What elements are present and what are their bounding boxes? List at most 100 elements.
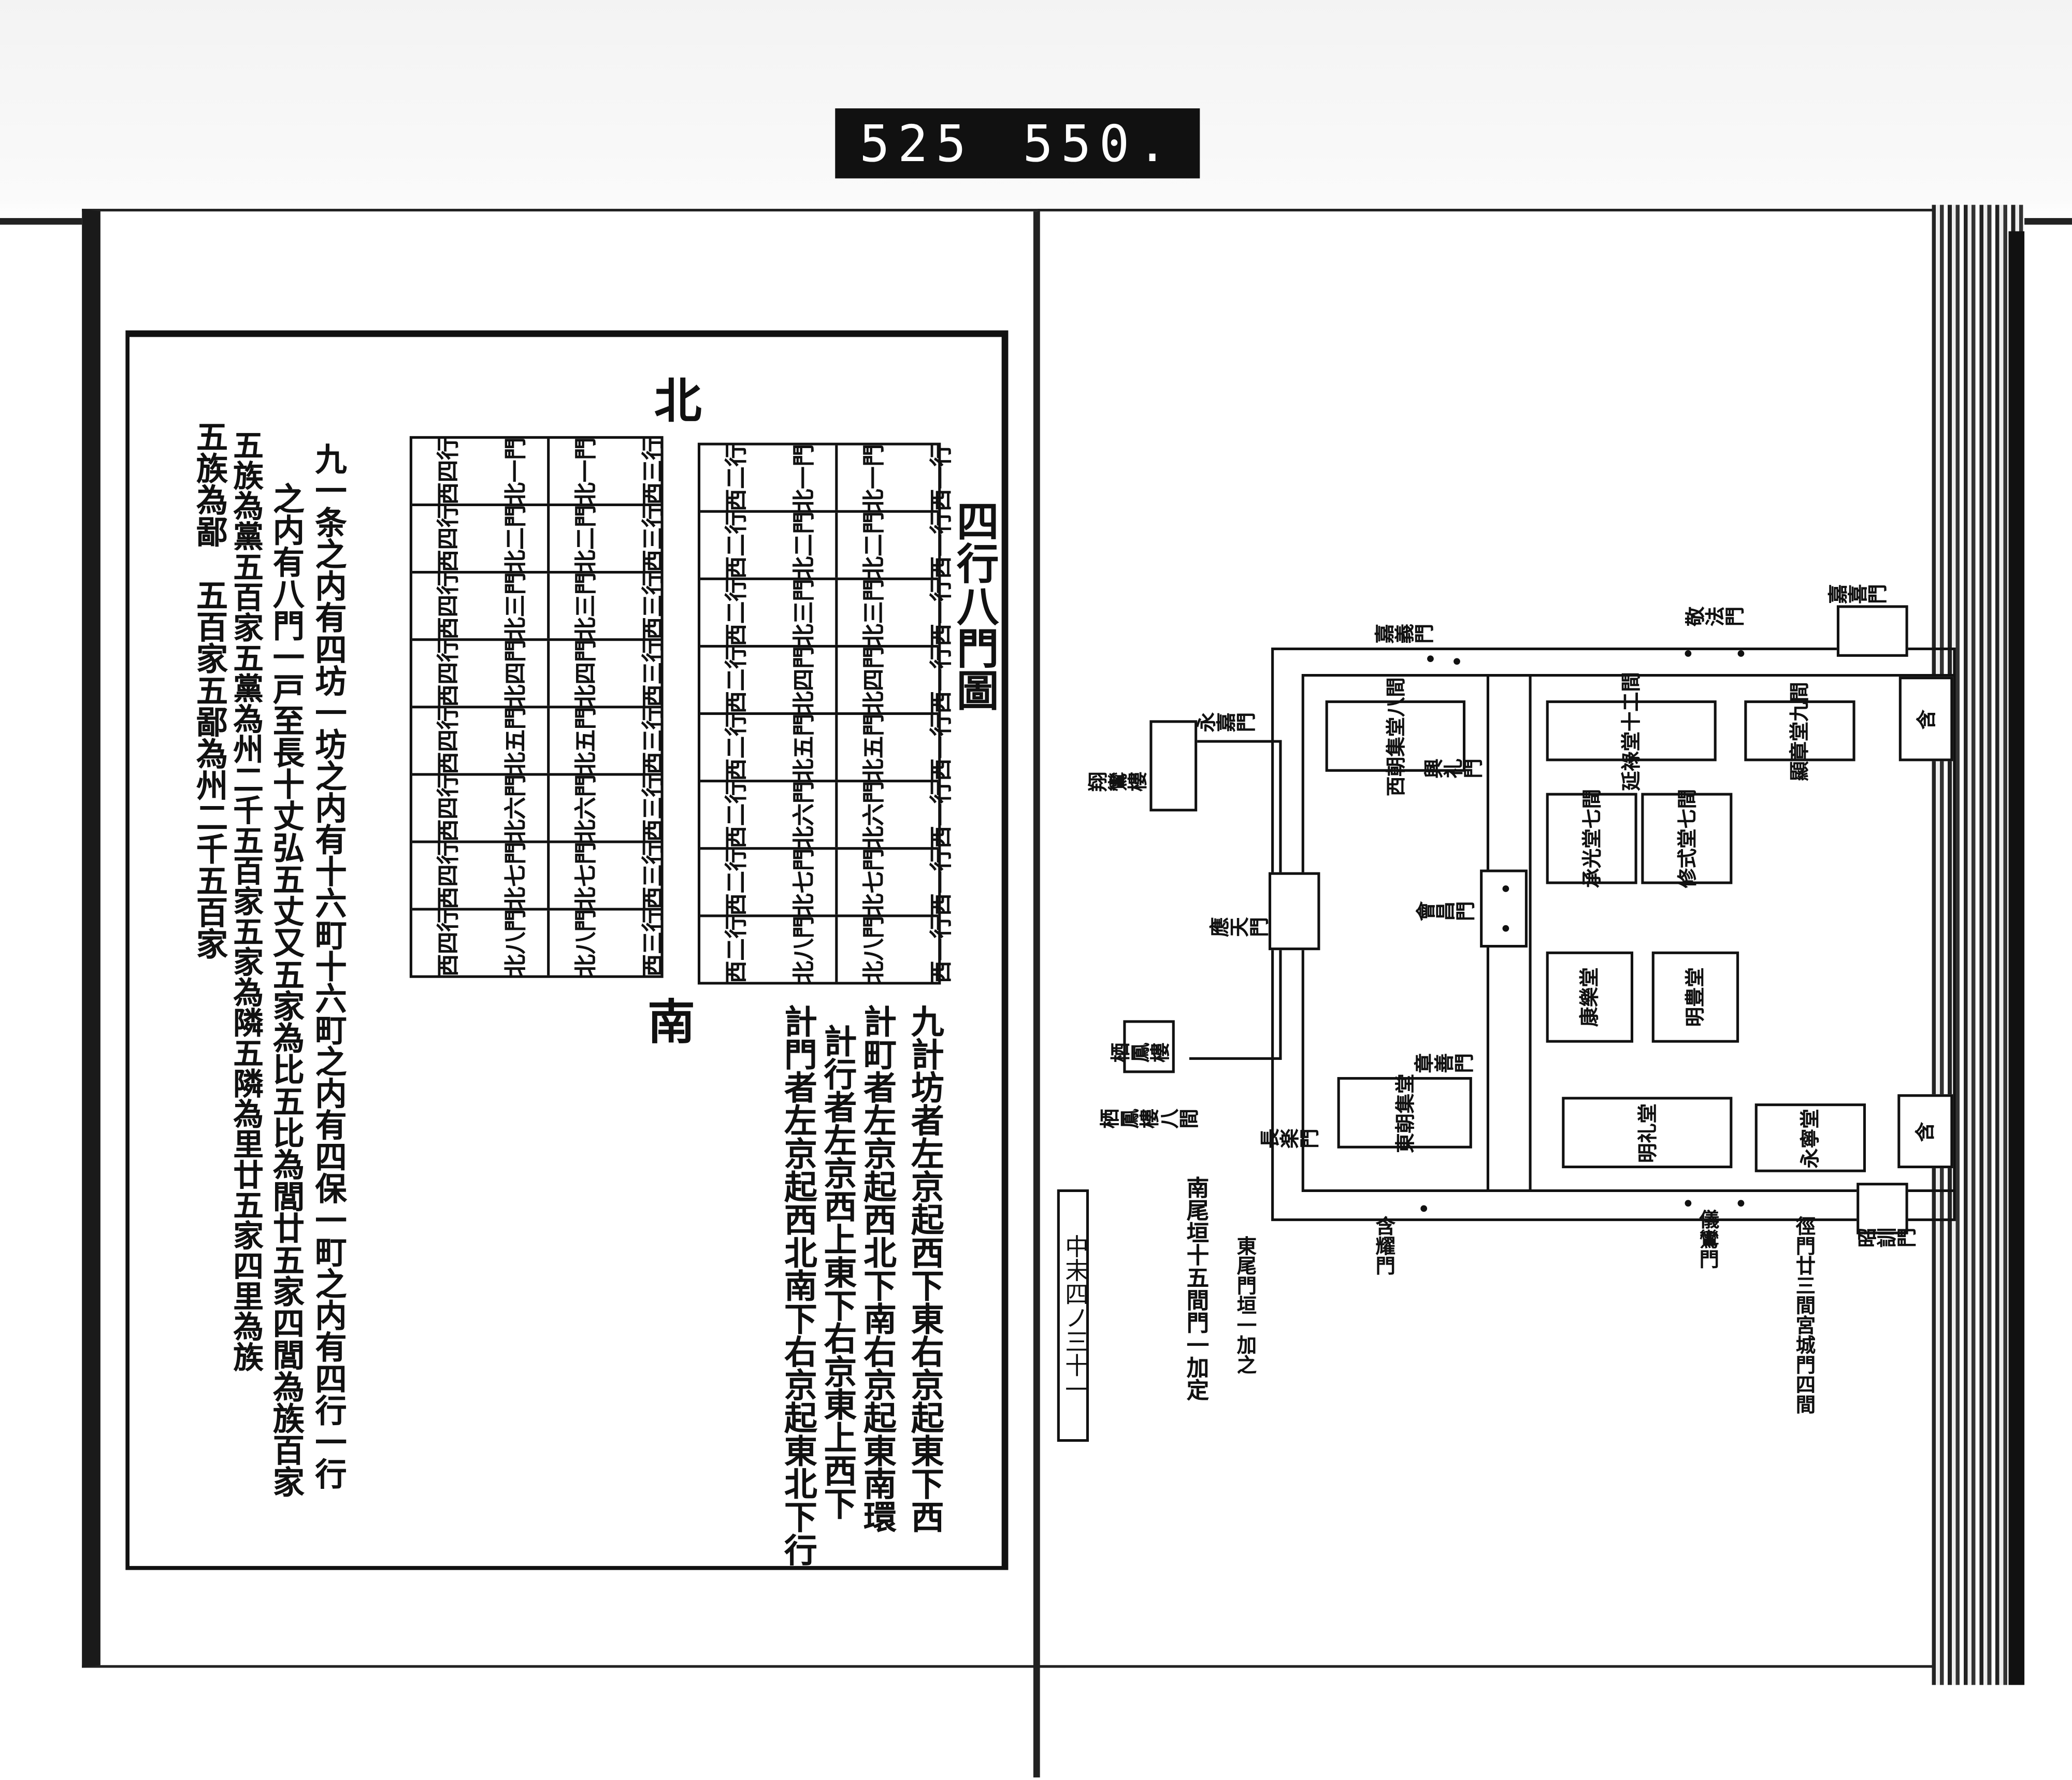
book-cover-edge [2008,231,2025,1685]
west-gate [1268,872,1320,951]
central-gate [1480,869,1528,948]
cell-text: 西一行 [929,444,956,512]
table-cell: 西四行北一門 [412,437,550,505]
cell-text: 西二行 [724,511,751,579]
cell-text: 西二行 [724,713,751,781]
plan-note: 南尾垣十五間門一加定 [1181,1176,1208,1401]
table-cell: 西二行北四門 [700,646,838,714]
cell-text: 西一行 [929,511,956,579]
cell-text: 北六門 [503,774,530,842]
cell-text: 北一門 [573,437,600,505]
cell-text: 西一行 [929,915,956,983]
table-cell: 北七門西三行 [550,842,684,909]
table-cell: 北四門 西一行 [838,646,972,714]
cell-text: 北四門 [861,646,888,714]
cell-text: 北四門 [573,639,600,707]
gate-label: 長楽門 [1259,1127,1319,1151]
table-cell: 西二行北八門 [700,915,838,983]
table-row: 西二行北六門北六門西一行 [700,781,955,850]
table-cell: 西四行 北五門 [412,707,550,774]
table-row: 西二行北四門北四門 西一行 [700,646,955,715]
tower-label: 翔鸞樓 [1087,770,1147,795]
cell-text: 西三行 [641,437,668,505]
cell-text: 北八門 [503,909,530,977]
cell-text: 西三行 [641,909,668,977]
table-cell: 北二門 西一行 [838,511,972,579]
cell-text: 北五門 [861,713,888,781]
cell-text: 北四門 [503,639,530,707]
cell-text: 北五門 [503,707,530,774]
cell-text: 北六門 [573,774,600,842]
table-cell: 西四行 北八門 [412,909,550,977]
cell-text: 西三行 [641,707,668,774]
building-meirei: 明礼堂 [1562,1097,1733,1169]
book-spine [1033,211,1040,1778]
cell-text: 西四行 [436,909,463,977]
cell-text: 北七門 [861,848,888,916]
cell-text: 西二行 [724,781,751,849]
table-row: 西四行 北五門 北五門 西三行 [412,707,667,776]
cell-text: 北八門 [573,909,600,977]
gate-label: 敬法門 [1685,605,1745,629]
cell-text: 西一行 [929,646,956,714]
building-shoko: 承光堂七間 [1546,789,1637,888]
cell-text: 西三行 [641,505,668,572]
table-cell: 北二門西三行 [550,505,684,572]
cell-text: 西四行 [436,774,463,842]
table-row: 西四行 北八門 北八門 西三行 [412,909,667,977]
cell-text: 西三行 [641,572,668,640]
table-cell: 北六門西一行 [838,781,972,849]
cell-text: 西一行 [929,781,956,849]
building-shushiki: 修式堂七間 [1641,789,1733,888]
gate-label: 會昌門 [1415,900,1475,924]
page-number-label: 525 550. [835,108,1200,179]
cell-text: 北三門 [503,572,530,640]
table-cell: 西二行 北三門 [700,579,838,647]
figure-title: 四行八門圖 [950,499,1001,711]
building-enroku: 延祿堂十二間 [1546,671,1717,791]
table-cell: 西四行北七門 [412,841,550,910]
building-koraku: 康樂堂 [1546,951,1634,1043]
building-meisei: 明豊堂 [1651,951,1739,1043]
cell-text: 北五門 [573,707,600,774]
table-cell: 北八門 西三行 [550,909,684,977]
page-number-left: 525 [859,114,974,173]
cell-text: 北一門 [503,437,530,505]
cell-text: 北八門 [792,915,818,983]
cell-text: 西四行 [436,707,463,774]
table-cell: 北一門 西三行 [550,437,684,505]
cell-text: 北七門 [503,841,530,910]
table-cell: 北三門西一行 [838,579,972,646]
table-row: 西二行 北二門 北二門 西一行 [700,511,955,580]
cell-text: 北三門 [792,579,818,647]
north-label: 北 [654,374,702,430]
gate-label: 嘉義門 [1374,622,1434,647]
cell-text: 北一門 [792,444,818,512]
table-cell: 北七門西一行 [838,848,972,916]
tower-north [1149,720,1198,812]
cell-text: 北二門 [792,511,818,579]
note-column: 計町者左京起西北下南右京起東南環 [859,1004,898,1533]
gate-label: 昭訓門 [1857,1226,1916,1251]
south-label: 南 [647,995,695,1051]
table-cell: 北三門 西三行 [550,572,684,640]
text-column: 五族為黨五百家五黨為州二千五百家五家為隣五隣為里廿五家四里為族 [227,429,263,1372]
cell-text: 西二行 [724,579,751,647]
text-column: 之内有八門一戸至長十丈弘五丈又五家為比五比為閭廿五家四閭為族百家 [267,482,306,1498]
building-eisei: 永寧堂 [1754,1103,1866,1172]
cell-text: 北六門 [792,781,818,849]
cell-text: 西一行 [929,713,956,781]
table-cell: 北六門西三行 [550,774,684,842]
gate-label: 永嘉門 [1196,711,1256,735]
table-cell: 西二行北一門 [700,444,838,512]
table-cell: 西四行北四門 [412,639,550,707]
table-cell: 西二行北七門 [700,849,838,916]
gate-label: 興礼門 [1423,757,1483,781]
cell-text: 北二門 [861,511,888,579]
gate-label: 含耀門 [1373,1215,1397,1275]
cell-text: 北三門 [573,572,600,640]
table-cell: 西四行北二門 [412,505,550,572]
gate-table-left: 西四行北一門北一門西三行西四行北二門北二門西三行西四行北三門北三門西三行西四行北… [409,436,667,978]
building-east-assembly: 東朝集堂 [1337,1073,1472,1152]
